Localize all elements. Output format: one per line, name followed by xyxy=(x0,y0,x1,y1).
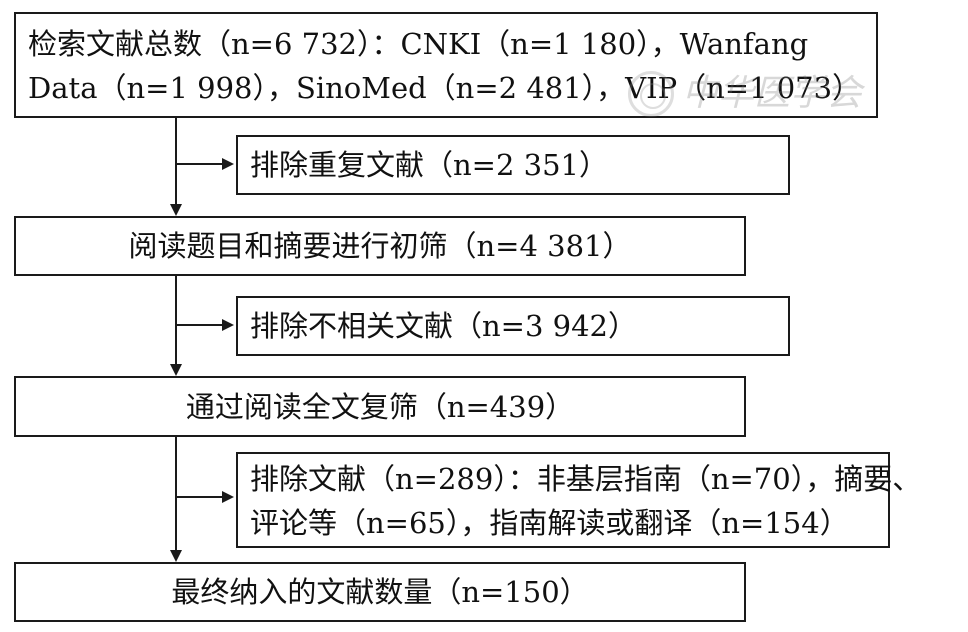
exclude-duplicates-box: 排除重复文献（n=2 351） xyxy=(236,135,790,195)
exclude-fulltext-line-2: 评论等（n=65），指南解读或翻译（n=154） xyxy=(250,506,849,540)
final-included-label: 最终纳入的文献数量（n=150） xyxy=(171,575,589,609)
seal-icon xyxy=(628,71,674,117)
exclude-irrelevant-label: 排除不相关文献（n=3 942） xyxy=(250,309,637,343)
title-abstract-screening-label: 阅读题目和摘要进行初筛（n=4 381） xyxy=(128,229,632,263)
search-results-box: 检索文献总数（n=6 732）：CNKI（n=1 180），Wanfang Da… xyxy=(14,12,878,118)
exclude-duplicates-label: 排除重复文献（n=2 351） xyxy=(250,148,608,182)
search-results-line-2: Data（n=1 998），SinoMed（n=2 481），VIP（n=1 0… xyxy=(28,71,862,105)
title-abstract-screening-box: 阅读题目和摘要进行初筛（n=4 381） xyxy=(14,216,746,276)
full-text-screening-box: 通过阅读全文复筛（n=439） xyxy=(14,376,746,437)
search-results-line-1: 检索文献总数（n=6 732）：CNKI（n=1 180），Wanfang xyxy=(28,27,809,61)
exclude-irrelevant-box: 排除不相关文献（n=3 942） xyxy=(236,296,790,356)
exclude-fulltext-line-1: 排除文献（n=289）：非基层指南（n=70），摘要、 xyxy=(250,462,922,496)
watermark-text: 中华医学会 xyxy=(682,73,863,114)
publisher-watermark: 中华医学会 xyxy=(628,64,928,124)
full-text-screening-label: 通过阅读全文复筛（n=439） xyxy=(185,389,575,424)
final-included-box: 最终纳入的文献数量（n=150） xyxy=(14,562,746,622)
exclude-fulltext-box: 排除文献（n=289）：非基层指南（n=70），摘要、 评论等（n=65），指南… xyxy=(236,452,922,548)
